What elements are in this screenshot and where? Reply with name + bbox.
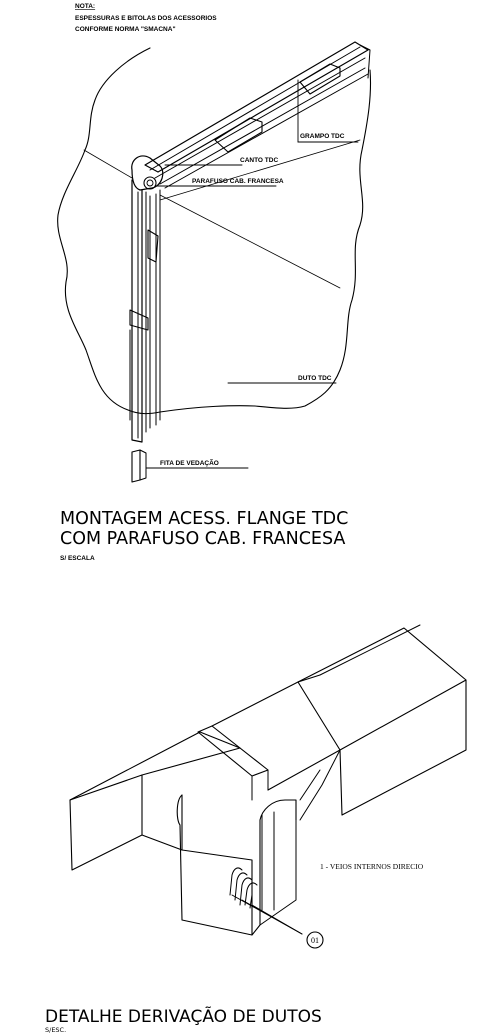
grampo-clip [214, 117, 263, 153]
transition-piece [211, 681, 341, 791]
label-duto: DUTO TDC [298, 375, 332, 382]
corner-piece [131, 155, 164, 191]
duct-sheet-outline [57, 47, 372, 415]
vertical-clip-lower [129, 309, 149, 331]
label-parafuso: PARAFUSO CAB. FRANCESA [192, 178, 284, 185]
shade-line-2 [159, 194, 341, 289]
duct-flange-band [197, 725, 269, 777]
turning-vanes [229, 867, 258, 909]
callout-bubble [306, 931, 324, 949]
note-line-2: CONFORME NORMA "SMACNA" [75, 26, 176, 33]
vertical-flange [131, 179, 143, 443]
main-duct-left-face [69, 774, 143, 871]
duct-branch-drawing: 01 1 - VEIOS INTERNOS DIRECIO DETALHE DE… [45, 624, 467, 1034]
bottom-scale-note: S/ESC. [45, 1026, 66, 1034]
callout-number: 01 [311, 936, 319, 945]
scale-note: S/ ESCALA [60, 555, 95, 562]
note-title: NOTA: [75, 3, 95, 10]
note-line-1: ESPESSURAS E BITOLAS DOS ACESSORIOS [75, 15, 217, 22]
branch-duct [176, 794, 261, 936]
bottom-title: DETALHE DERIVAÇÃO DE DUTOS [45, 1005, 322, 1027]
flange-assembly-drawing: NOTA: ESPESSURAS E BITOLAS DOS ACESSORIO… [57, 3, 372, 562]
label-fita: FITA DE VEDAÇÃO [160, 458, 219, 467]
horizontal-flange [144, 41, 369, 173]
title-line-1: MONTAGEM ACESS. FLANGE TDC [60, 509, 348, 529]
legend-text: 1 - VEIOS INTERNOS DIRECIO [320, 862, 424, 871]
title-line-2: COM PARAFUSO CAB. FRANCESA [60, 529, 345, 549]
french-head-bolt [143, 176, 157, 190]
shade-line-3 [159, 139, 361, 201]
label-grampo: GRAMPO TDC [300, 133, 345, 140]
sealing-tape [131, 449, 141, 483]
shade-line-1 [83, 149, 133, 179]
main-duct-top [69, 731, 241, 801]
upper-duct [297, 627, 467, 751]
label-canto: CANTO TDC [240, 157, 278, 164]
vertical-clip-upper [147, 229, 159, 263]
